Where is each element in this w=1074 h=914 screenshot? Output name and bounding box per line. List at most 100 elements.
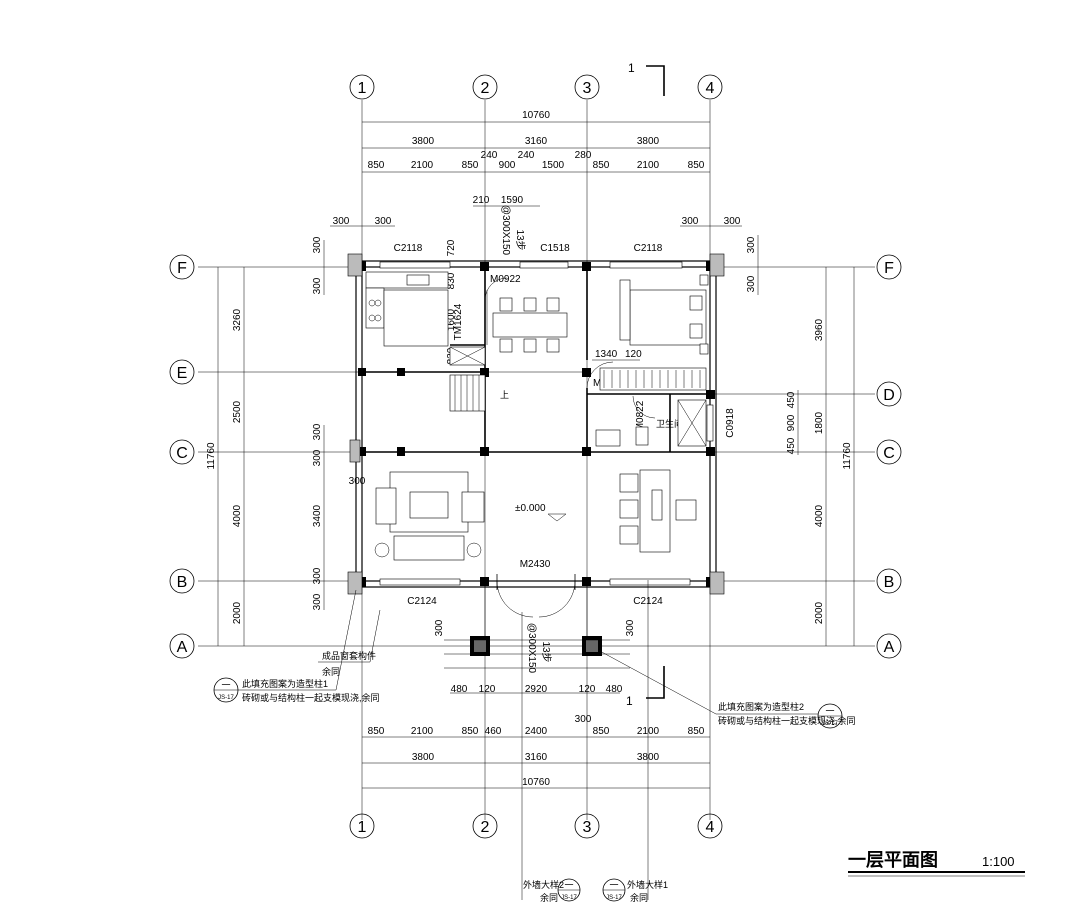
svg-text:1: 1 (626, 694, 633, 708)
svg-text:240: 240 (518, 150, 535, 161)
drawing-title: 一层平面图 1:100 (848, 850, 1025, 877)
svg-text:JS-17: JS-17 (218, 695, 234, 701)
svg-text:3800: 3800 (412, 752, 435, 763)
svg-text:850: 850 (368, 160, 385, 171)
svg-text:120: 120 (479, 684, 496, 695)
living-room-furniture (374, 471, 485, 561)
svg-text:850: 850 (462, 726, 479, 737)
window-c2118-right: C2118 (634, 243, 663, 254)
svg-text:3800: 3800 (637, 136, 660, 147)
svg-text:300: 300 (682, 216, 699, 227)
svg-text:一: 一 (825, 706, 834, 716)
axis-label-A-left: A (177, 639, 188, 656)
svg-text:3400: 3400 (312, 504, 323, 527)
axis-bubbles-left: F E C B A (169, 254, 195, 659)
axis-label-2-top: 2 (481, 80, 490, 97)
axis-label-F-left: F (177, 260, 187, 277)
svg-text:850: 850 (462, 160, 479, 171)
svg-text:11760: 11760 (842, 442, 853, 470)
svg-text:460: 460 (485, 726, 502, 737)
right-dimensions: 11760 3960 1800 4000 2000 300 300 450 90… (746, 235, 855, 646)
svg-text:2100: 2100 (637, 160, 660, 171)
decorative-pillars (347, 253, 725, 595)
svg-text:1: 1 (628, 61, 635, 75)
svg-text:210: 210 (473, 195, 490, 206)
door-m0922-top: M0922 (490, 274, 521, 285)
bathroom-fixtures (595, 399, 707, 447)
svg-text:1600: 1600 (446, 308, 457, 331)
entrance (444, 581, 630, 669)
svg-text:480: 480 (451, 684, 468, 695)
door-tm1624: TM1624 (453, 303, 464, 340)
svg-text:10760: 10760 (522, 110, 550, 121)
axis-label-C-right: C (883, 445, 895, 462)
svg-text:2000: 2000 (232, 601, 243, 624)
svg-text:1500: 1500 (542, 160, 565, 171)
svg-text:300: 300 (312, 567, 323, 584)
svg-text:3960: 3960 (814, 318, 825, 341)
axis-label-3-top: 3 (583, 80, 592, 97)
svg-text:一: 一 (609, 880, 618, 890)
axis-label-F-right: F (884, 260, 894, 277)
svg-text:JS-17: JS-17 (561, 895, 577, 901)
note-pillar-2: 此填充图案为造型柱2 (718, 701, 804, 712)
svg-text:850: 850 (688, 726, 705, 737)
svg-text:2100: 2100 (411, 160, 434, 171)
svg-text:450: 450 (786, 437, 797, 454)
svg-text:2400: 2400 (525, 726, 548, 737)
svg-text:10760: 10760 (522, 777, 550, 788)
windows: C2118 C1518 C2118 C2124 C2124 C0918 (379, 243, 736, 607)
dining-table (492, 297, 568, 353)
right-notes: 此填充图案为造型柱2 砖砌或与结构柱一起支模现浇,余同 一 JS-17 (597, 649, 856, 729)
svg-text:300: 300 (312, 277, 323, 294)
svg-text:2000: 2000 (814, 601, 825, 624)
axis-label-C-left: C (176, 445, 188, 462)
svg-text:300: 300 (434, 619, 445, 636)
wardrobe-hanger-lines (603, 370, 701, 388)
stair-up-label: 上 (500, 390, 509, 400)
svg-text:一: 一 (564, 880, 573, 890)
svg-text:4000: 4000 (814, 504, 825, 527)
svg-text:300: 300 (625, 619, 636, 636)
svg-text:3160: 3160 (525, 136, 548, 147)
svg-text:850: 850 (593, 726, 610, 737)
left-notes: 成品窗套构件 余同 一 JS-17 此填充图案为造型柱1 砖砌或与结构柱一起支模… (213, 589, 381, 703)
top-dimensions: 10760 3800 3160 3800 240 240 280 850 210… (330, 110, 742, 227)
title-scale: 1:100 (982, 854, 1015, 869)
svg-text:300: 300 (312, 236, 323, 253)
svg-text:13步: 13步 (540, 641, 552, 662)
note-pillar-1: 此填充图案为造型柱1 (242, 678, 328, 689)
svg-text:JS-17: JS-17 (606, 895, 622, 901)
svg-text:300: 300 (746, 236, 757, 253)
svg-text:850: 850 (593, 160, 610, 171)
axis-label-1-bottom: 1 (358, 819, 367, 836)
svg-text:300: 300 (375, 216, 392, 227)
svg-text:3260: 3260 (232, 308, 243, 331)
svg-text:120: 120 (579, 684, 596, 695)
bedroom-furniture (599, 274, 709, 391)
axis-label-1-top: 1 (358, 80, 367, 97)
svg-text:300: 300 (312, 423, 323, 440)
axis-bubbles-bottom: 1 2 3 4 (349, 813, 723, 839)
door-m0822: M0822 (635, 400, 646, 431)
svg-text:450: 450 (786, 391, 797, 408)
door-m2430: M2430 (520, 559, 551, 570)
svg-text:余同: 余同 (630, 892, 648, 903)
svg-text:2920: 2920 (525, 684, 548, 695)
svg-text:720: 720 (446, 239, 457, 256)
axis-label-A-right: A (884, 639, 895, 656)
svg-text:余同: 余同 (540, 892, 558, 903)
svg-text:砖砌或与结构柱一起支模现浇,余同: 砖砌或与结构柱一起支模现浇,余同 (242, 692, 380, 703)
svg-text:余同: 余同 (322, 666, 340, 677)
kitchen-fixtures (365, 271, 449, 347)
svg-text:2100: 2100 (411, 726, 434, 737)
svg-text:11760: 11760 (206, 442, 217, 470)
svg-text:4000: 4000 (232, 504, 243, 527)
svg-text:JS-17: JS-17 (822, 721, 838, 727)
svg-text:900: 900 (499, 160, 516, 171)
axis-label-3-bottom: 3 (583, 819, 592, 836)
axis-label-2-bottom: 2 (481, 819, 490, 836)
stairs (449, 346, 486, 412)
svg-text:1590: 1590 (501, 195, 524, 206)
